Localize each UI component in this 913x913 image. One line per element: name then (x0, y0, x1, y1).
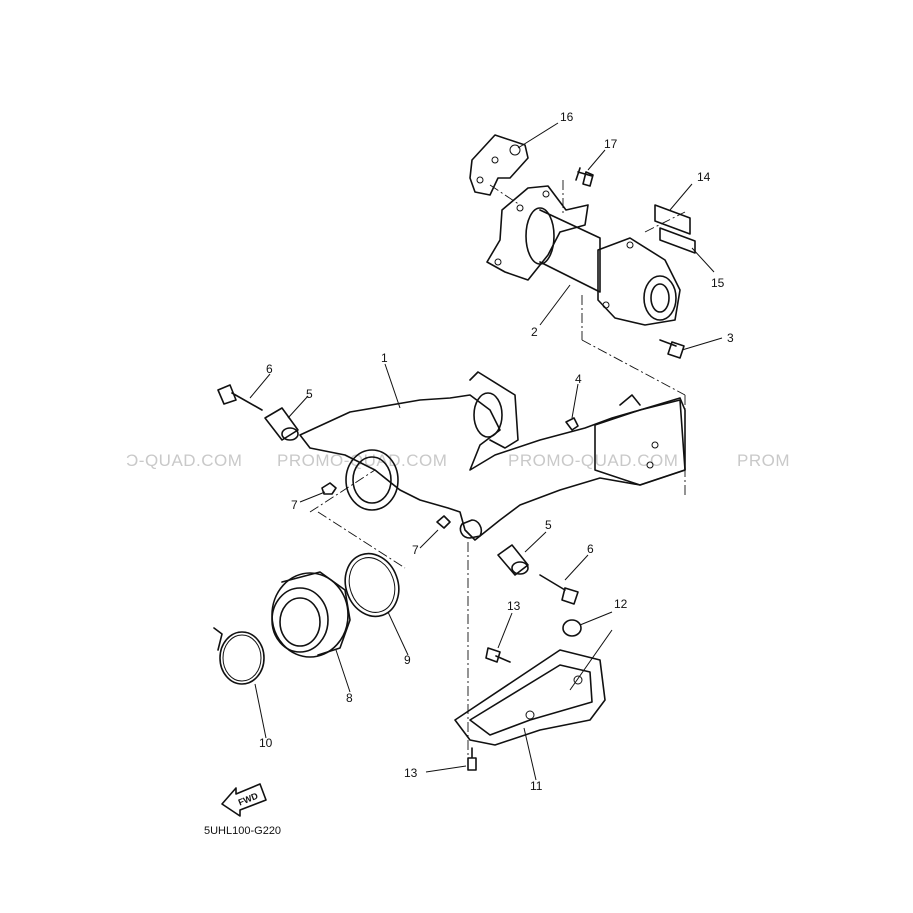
callout-17: 17 (604, 137, 618, 151)
diagram-code: 5UHL100-G220 (204, 825, 281, 837)
callout-6a: 6 (266, 362, 273, 376)
part-10-band (213, 627, 265, 685)
part-6-bolt-right (539, 574, 579, 605)
part-3-bolt (659, 339, 685, 359)
leader-lines (249, 122, 723, 781)
callout-7b: 7 (412, 543, 419, 557)
watermark-1: Ɔ-QUAD.COM (126, 451, 242, 470)
callout-13a: 13 (507, 599, 521, 613)
part-14-15-label-plates (654, 204, 696, 254)
fwd-arrow-icon: FWD (221, 783, 267, 817)
part-17-bolt (575, 167, 594, 187)
part-13-bolt-lower (467, 747, 477, 771)
part-9-band (344, 552, 400, 618)
callout-2: 2 (531, 325, 538, 339)
watermark-3: PROMO-QUAD.COM (508, 451, 678, 470)
part-13-bolt-upper (485, 647, 511, 663)
part-2-axle-housing (486, 185, 681, 326)
part-6-bolt-left (217, 384, 263, 411)
callout-3: 3 (727, 331, 734, 345)
callout-5a: 5 (306, 387, 313, 401)
callout-5b: 5 (545, 518, 552, 532)
callout-7a: 7 (291, 498, 298, 512)
callout-16: 16 (560, 110, 574, 124)
watermark-strip: Ɔ-QUAD.COM PROMO-QUAD.COM PROMO-QUAD.COM… (126, 451, 790, 470)
callout-8: 8 (346, 691, 353, 705)
callout-12: 12 (614, 597, 628, 611)
callout-15: 15 (711, 276, 725, 290)
watermark-4: PROM (737, 451, 790, 470)
callout-4: 4 (575, 372, 582, 386)
callout-9: 9 (404, 653, 411, 667)
callout-14: 14 (697, 170, 711, 184)
assembly-lines (309, 180, 686, 768)
callout-11: 11 (530, 779, 543, 793)
part-8-boot (271, 571, 351, 658)
callout-13b: 13 (404, 766, 418, 780)
part-5-collar-left (264, 407, 299, 441)
callout-6b: 6 (587, 542, 594, 556)
callout-10: 10 (259, 736, 273, 750)
part-16-bracket (469, 134, 529, 196)
part-7-nut-right (436, 515, 451, 529)
callout-1: 1 (381, 351, 388, 365)
part-11-guard (454, 649, 606, 746)
part-4-nut (565, 417, 579, 431)
part-12-damper (562, 619, 582, 637)
callouts: 16 17 14 15 2 3 1 6 5 4 7 7 5 6 13 12 9 … (259, 110, 734, 793)
part-5-collar-right (497, 544, 529, 576)
